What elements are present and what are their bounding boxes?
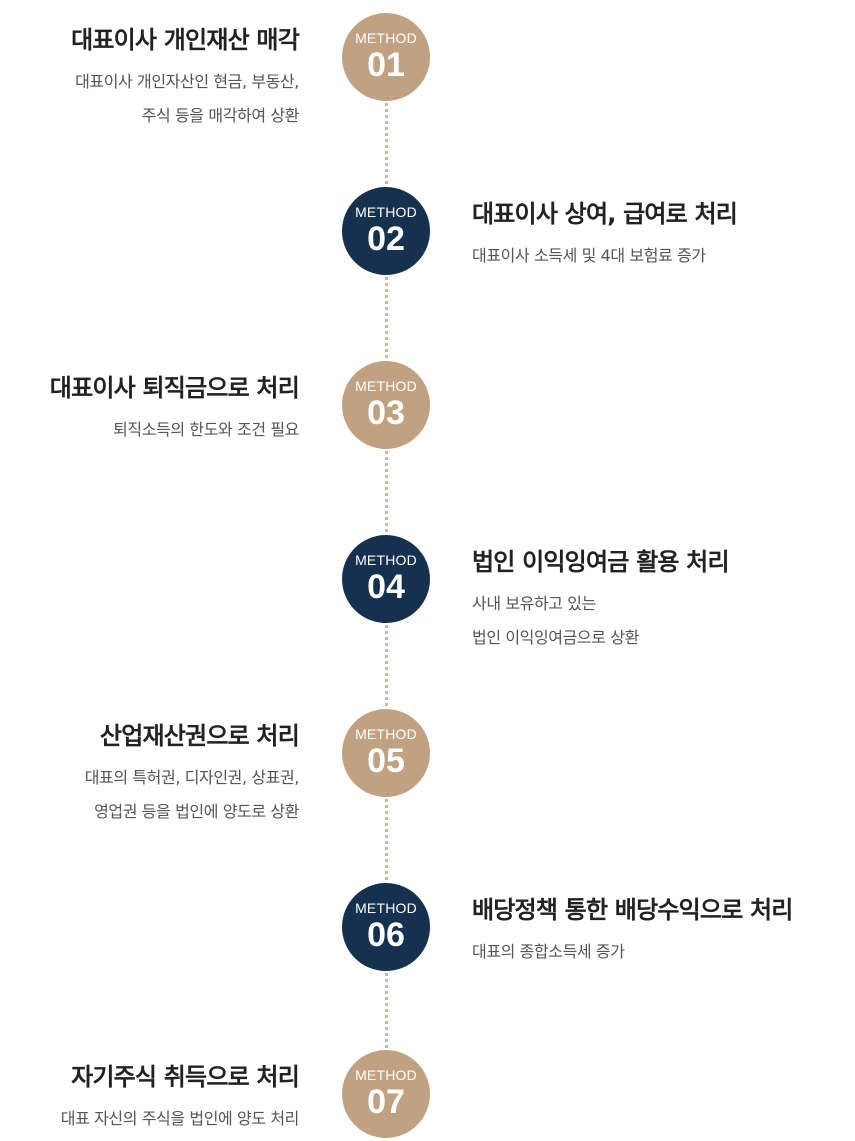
method-text-03: 대표이사 퇴직금으로 처리 퇴직소득의 한도와 조건 필요: [0, 371, 300, 447]
method-badge-01: METHOD 01: [342, 13, 430, 101]
method-description-line: 법인 이익잉여금으로 상환: [472, 628, 639, 647]
method-step-04: METHOD 04 법인 이익잉여금 활용 처리 사내 보유하고 있는 법인 이…: [0, 535, 855, 647]
method-description-line: 대표의 특허권, 디자인권, 상표권,: [84, 768, 300, 787]
method-title: 대표이사 상여, 급여로 처리: [472, 200, 738, 228]
method-title: 산업재산권으로 처리: [99, 722, 300, 750]
method-text-02: 대표이사 상여, 급여로 처리 대표이사 소득세 및 4대 보험료 증가: [472, 197, 852, 273]
method-badge-number: 06: [367, 916, 405, 954]
method-description-line: 퇴직소득의 한도와 조건 필요: [113, 420, 299, 439]
method-badge-07: METHOD 07: [342, 1050, 430, 1138]
method-description-line: 사내 보유하고 있는: [472, 594, 596, 613]
method-description-line: 대표 자신의 주식을 법인에 양도 처리: [60, 1109, 300, 1128]
method-badge-number: 03: [367, 394, 405, 432]
method-description: 대표의 특허권, 디자인권, 상표권, 영업권 등을 법인에 양도로 상환: [0, 761, 300, 829]
method-badge-label: METHOD: [355, 378, 417, 394]
method-badge-label: METHOD: [355, 900, 417, 916]
method-title: 자기주식 취득으로 처리: [71, 1063, 300, 1091]
method-badge-label: METHOD: [355, 204, 417, 220]
method-text-05: 산업재산권으로 처리 대표의 특허권, 디자인권, 상표권, 영업권 등을 법인…: [0, 719, 300, 829]
method-description-line: 영업권 등을 법인에 양도로 상환: [94, 802, 299, 821]
method-text-04: 법인 이익잉여금 활용 처리 사내 보유하고 있는 법인 이익잉여금으로 상환: [472, 545, 852, 655]
method-description: 대표 자신의 주식을 법인에 양도 처리: [0, 1102, 300, 1136]
method-text-07: 자기주식 취득으로 처리 대표 자신의 주식을 법인에 양도 처리: [0, 1060, 300, 1136]
method-title: 대표이사 퇴직금으로 처리: [49, 374, 300, 402]
method-step-01: METHOD 01 대표이사 개인재산 매각 대표이사 개인자산인 현금, 부동…: [0, 13, 855, 125]
method-text-06: 배당정책 통한 배당수익으로 처리 대표의 종합소득세 증가: [472, 893, 852, 969]
method-badge-06: METHOD 06: [342, 883, 430, 971]
method-description: 대표의 종합소득세 증가: [472, 935, 852, 969]
method-description: 대표이사 개인자산인 현금, 부동산, 주식 등을 매각하여 상환: [0, 65, 299, 133]
method-title: 대표이사 개인재산 매각: [71, 26, 300, 54]
method-badge-02: METHOD 02: [342, 187, 430, 275]
method-badge-05: METHOD 05: [342, 709, 430, 797]
method-step-05: METHOD 05 산업재산권으로 처리 대표의 특허권, 디자인권, 상표권,…: [0, 709, 855, 821]
method-title: 배당정책 통한 배당수익으로 처리: [472, 896, 793, 924]
method-step-02: METHOD 02 대표이사 상여, 급여로 처리 대표이사 소득세 및 4대 …: [0, 187, 855, 275]
method-description-line: 대표이사 소득세 및 4대 보험료 증가: [472, 246, 706, 265]
method-description: 사내 보유하고 있는 법인 이익잉여금으로 상환: [472, 587, 852, 655]
method-badge-number: 07: [367, 1083, 405, 1121]
method-title: 법인 이익잉여금 활용 처리: [472, 548, 730, 576]
method-badge-label: METHOD: [355, 1067, 417, 1083]
method-description: 퇴직소득의 한도와 조건 필요: [0, 413, 299, 447]
method-description-line: 대표이사 개인자산인 현금, 부동산,: [75, 72, 299, 91]
method-description: 대표이사 소득세 및 4대 보험료 증가: [472, 239, 852, 273]
method-description-line: 대표의 종합소득세 증가: [472, 942, 625, 961]
method-badge-label: METHOD: [355, 552, 417, 568]
method-badge-03: METHOD 03: [342, 361, 430, 449]
method-step-03: METHOD 03 대표이사 퇴직금으로 처리 퇴직소득의 한도와 조건 필요: [0, 361, 855, 449]
method-description-line: 주식 등을 매각하여 상환: [141, 106, 300, 125]
method-badge-number: 01: [367, 46, 405, 84]
method-badge-label: METHOD: [355, 726, 417, 742]
method-text-01: 대표이사 개인재산 매각 대표이사 개인자산인 현금, 부동산, 주식 등을 매…: [0, 23, 300, 133]
method-badge-number: 04: [367, 568, 405, 606]
method-step-07: METHOD 07 자기주식 취득으로 처리 대표 자신의 주식을 법인에 양도…: [0, 1050, 855, 1138]
method-badge-label: METHOD: [355, 30, 417, 46]
method-badge-number: 02: [367, 220, 405, 258]
method-step-06: METHOD 06 배당정책 통한 배당수익으로 처리 대표의 종합소득세 증가: [0, 883, 855, 971]
method-badge-04: METHOD 04: [342, 535, 430, 623]
method-badge-number: 05: [367, 742, 405, 780]
